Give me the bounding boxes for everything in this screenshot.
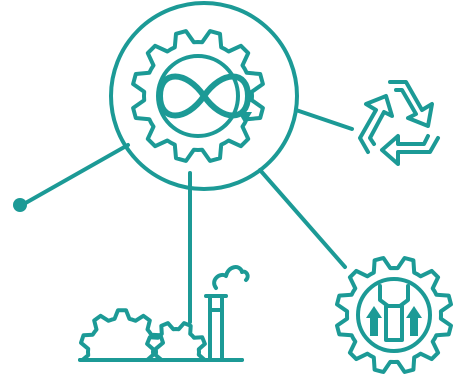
factory-ground-mask xyxy=(70,361,260,385)
connector-node-icon xyxy=(13,198,27,212)
connector-line-left xyxy=(20,143,130,207)
arrow-up-left xyxy=(366,306,382,318)
arrow-up-right xyxy=(406,306,422,318)
factory-icon xyxy=(70,265,260,385)
connector-lines xyxy=(20,108,354,324)
wrench-shape xyxy=(378,284,410,342)
recycle-icon xyxy=(358,80,440,166)
connector-line-recycle xyxy=(294,108,354,131)
infinity-arrow-head xyxy=(238,112,252,124)
arrow-stem-left xyxy=(370,318,378,336)
infinity-loop xyxy=(157,73,251,119)
maintenance-gear-inner xyxy=(356,277,432,353)
connector-line-maintenance xyxy=(258,168,347,269)
factory-chimney xyxy=(208,294,224,362)
gear-wrench-icon xyxy=(335,256,453,374)
factory-smoke xyxy=(212,265,250,290)
gear-infinity-icon xyxy=(109,1,299,191)
arrow-stem-right xyxy=(410,318,418,336)
factory-gear-large xyxy=(79,308,165,385)
hub-gear-inner xyxy=(156,54,240,138)
hub-circle xyxy=(109,1,299,191)
hub-gear-shape xyxy=(131,29,265,163)
maintenance-gear xyxy=(335,256,453,374)
